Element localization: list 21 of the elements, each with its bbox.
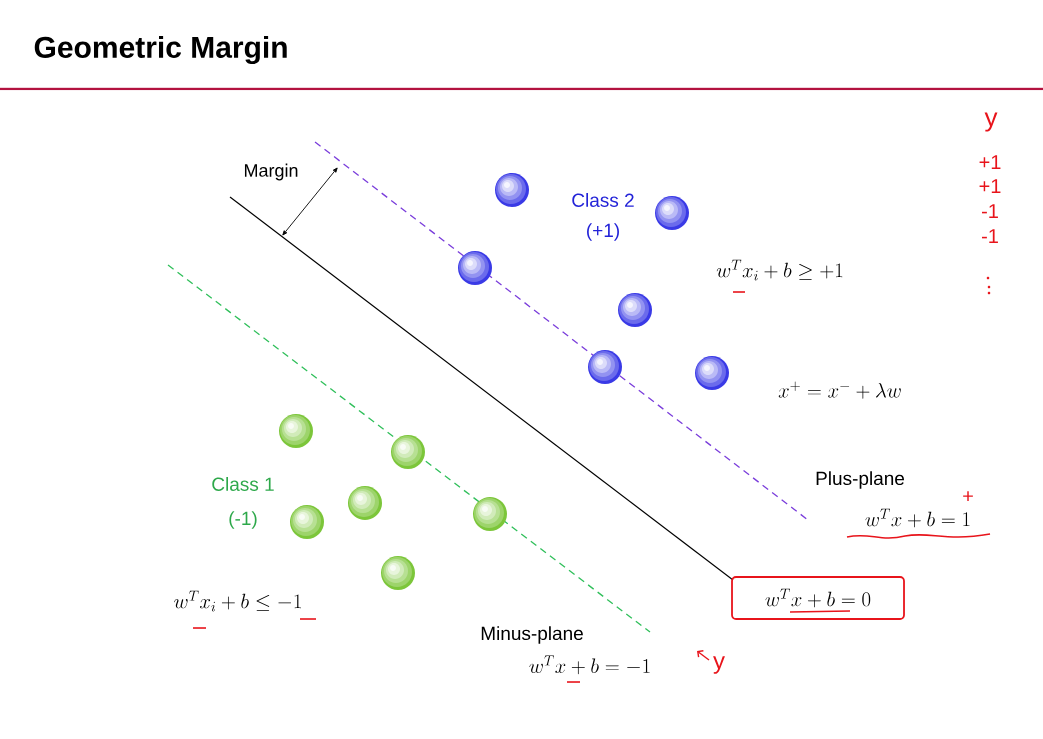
label: Class 1 bbox=[212, 477, 274, 491]
formula: $w^T x + b = -1$ bbox=[529, 655, 650, 675]
handwritten-note: -1 bbox=[982, 204, 998, 218]
handwritten-note: +1 bbox=[979, 155, 1001, 169]
title: Geometric Margin bbox=[34, 35, 287, 65]
label: Margin bbox=[244, 163, 298, 181]
label: (-1) bbox=[229, 511, 257, 529]
formula: $x^+ = x^- + \lambda w$ bbox=[778, 381, 901, 399]
label: Minus-plane bbox=[481, 626, 583, 644]
handwritten-note: +1 bbox=[979, 179, 1001, 193]
label: Plus-plane bbox=[816, 471, 905, 489]
label: (+1) bbox=[587, 223, 619, 241]
formula: $w^T x_i + b \leq -1$ bbox=[174, 590, 301, 612]
label: Class 2 bbox=[572, 193, 634, 207]
handwritten-note: + bbox=[963, 491, 973, 501]
handwritten-note: -1 bbox=[982, 229, 998, 243]
formula: $w^T x_i + b \geq +1$ bbox=[716, 259, 843, 281]
formula: $w^T x + b = 1$ bbox=[865, 508, 970, 528]
handwritten-note: y bbox=[984, 112, 998, 132]
boxed-equation: $w^T x + b = 0$ bbox=[731, 576, 905, 620]
handwritten-note: y bbox=[713, 656, 725, 674]
